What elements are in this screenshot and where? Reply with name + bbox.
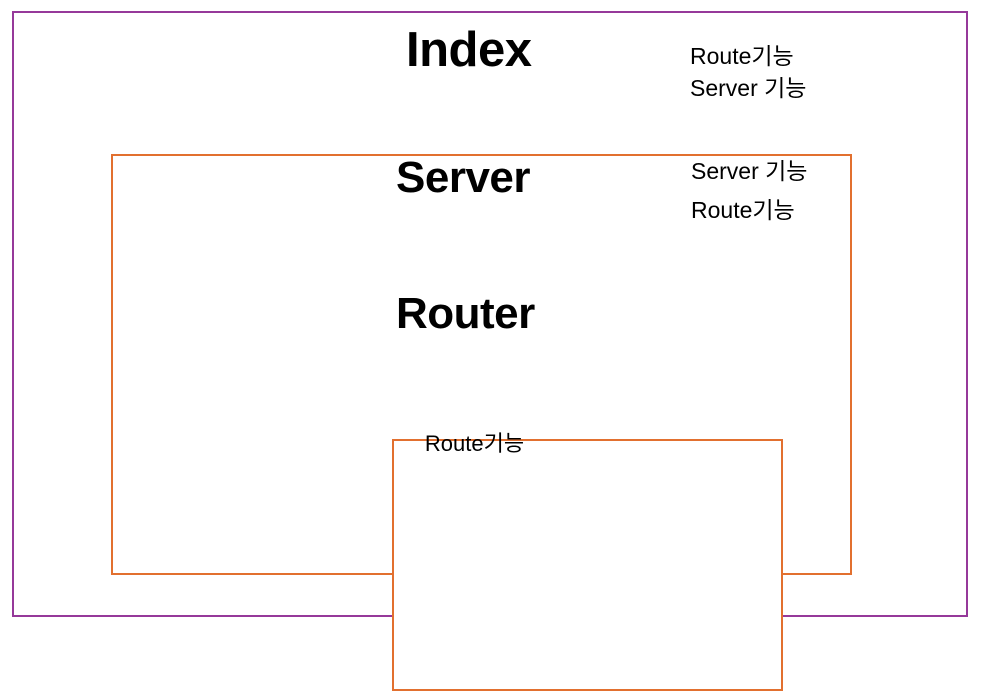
server-label-server: Server 기능 — [691, 158, 808, 184]
server-label-route: Route기능 — [691, 197, 795, 223]
server-title: Server — [396, 153, 531, 202]
index-title: Index — [406, 23, 532, 77]
server-labels: Server 기능 Route기능 — [691, 152, 807, 230]
router-container — [392, 439, 783, 691]
index-label-server: Server 기능 — [690, 75, 807, 101]
index-labels: Route기능 Server 기능 — [690, 40, 806, 104]
index-label-route: Route기능 — [690, 43, 794, 69]
router-note-route: Route기능 — [424, 431, 525, 456]
router-title: Router — [396, 289, 535, 338]
